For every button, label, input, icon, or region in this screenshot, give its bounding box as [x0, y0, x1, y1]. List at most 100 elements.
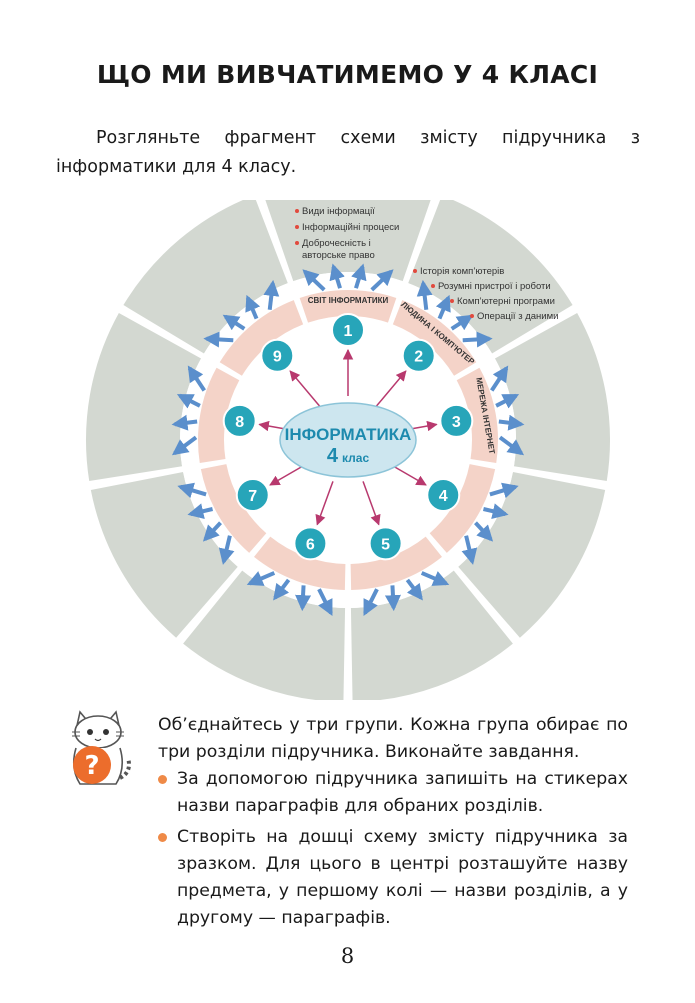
blue-arrow — [187, 365, 206, 392]
task-bullet-text: За допомогою підручника запишіть на стик… — [177, 769, 628, 816]
blue-arrow — [222, 314, 246, 331]
blue-arrow — [474, 521, 494, 542]
section-ring-segment — [200, 464, 267, 553]
center-grade-number: 4 — [327, 445, 339, 467]
blue-arrow — [416, 279, 433, 310]
section-node — [401, 338, 436, 373]
section-node-number: 2 — [414, 349, 423, 366]
task-bullet-2: Створіть на дошці схему змісту підручник… — [158, 824, 628, 932]
section-node-number: 9 — [273, 349, 282, 366]
blue-arrow — [363, 588, 379, 617]
section-ring-segment — [219, 300, 304, 376]
outer-ring-segment — [265, 200, 431, 282]
section-node — [439, 403, 474, 438]
blue-arrow — [490, 365, 509, 392]
task-bullet-text: Створіть на дошці схему змісту підручник… — [177, 827, 628, 928]
section-node — [235, 478, 270, 512]
blue-arrow — [489, 482, 519, 499]
topic-item: Операції з даними — [477, 311, 558, 322]
blue-arrow — [171, 435, 198, 456]
blue-arrow — [295, 585, 312, 612]
section-node — [260, 338, 295, 373]
blue-arrow — [202, 521, 222, 542]
section-node-number: 1 — [344, 323, 353, 340]
task-intro: Об’єднайтесь у три групи. Кожна група об… — [158, 715, 628, 762]
blue-arrow — [405, 578, 423, 601]
spoke-arrow — [375, 370, 407, 407]
topic-item: Комп’ютерні програми — [457, 296, 555, 307]
section-ring-segment — [299, 290, 397, 323]
topic-item: Доброчесність і — [302, 238, 371, 249]
topic-item: авторське право — [302, 250, 375, 261]
section-node — [368, 526, 403, 561]
blue-arrow — [450, 314, 474, 331]
center-grade-word: клас — [342, 451, 369, 465]
blue-arrow — [498, 414, 525, 431]
blue-arrow — [187, 503, 214, 520]
task-bullet-1: За допомогою підручника запишіть на стик… — [158, 766, 628, 820]
blue-arrow — [351, 263, 367, 289]
center-ellipse — [279, 402, 417, 478]
outer-ring-segment — [408, 200, 573, 354]
topic-item: Історія комп’ютерів — [420, 266, 504, 277]
topic-bullet-icon — [450, 299, 454, 303]
section-ring-segment — [456, 367, 498, 463]
section-node — [293, 526, 328, 561]
section-node — [331, 313, 365, 347]
blue-arrow — [246, 571, 276, 586]
section-node-number: 5 — [381, 536, 390, 553]
section-ring-segment — [429, 464, 496, 553]
topic-bullet-icon — [295, 209, 299, 213]
section-node — [222, 403, 257, 438]
sections-ring — [198, 290, 498, 590]
outer-ring-segment — [86, 312, 202, 481]
section-ring-segment — [392, 300, 477, 376]
spokes-layer — [258, 348, 438, 526]
topic-bullet-icon — [470, 314, 474, 318]
page-number: 8 — [340, 944, 355, 968]
blue-arrow — [176, 393, 201, 409]
blue-arrow — [482, 503, 509, 520]
blue-arrow — [302, 269, 326, 292]
blue-arrow — [495, 393, 520, 409]
outer-ring-segment — [458, 472, 606, 638]
spoke-arrow — [315, 481, 334, 526]
page-title: ЩО МИ ВИВЧАТИМЕМО У 4 КЛАСІ — [96, 60, 599, 89]
section-node-number: 4 — [439, 488, 448, 505]
blue-arrow — [435, 294, 451, 320]
topic-item: Розумні пристрої і роботи — [438, 281, 551, 292]
topic-item: Види інформації — [302, 206, 375, 217]
bullet-dot-icon — [158, 833, 167, 842]
blue-arrow — [203, 331, 234, 348]
blue-arrow — [317, 588, 333, 617]
section-node-number: 3 — [452, 414, 461, 431]
blue-arrow — [462, 331, 493, 348]
blue-arrow — [329, 263, 345, 289]
blue-arrow — [384, 585, 401, 612]
blue-arrow — [420, 571, 450, 586]
blue-arrow — [498, 435, 525, 456]
topic-bullet-icon — [431, 284, 435, 288]
blue-arrow — [263, 279, 280, 310]
task-bullets: За допомогою підручника запишіть на стик… — [158, 766, 628, 936]
intro-paragraph: Розгляньте фрагмент схеми змісту підручн… — [56, 128, 640, 177]
section-ring-segment — [198, 367, 240, 463]
topic-item: Інформаційні процеси — [302, 222, 399, 233]
section-ring-segment — [254, 536, 346, 590]
topic-bullet-icon — [295, 225, 299, 229]
outer-ring-segment — [90, 472, 238, 638]
blue-arrow — [171, 414, 198, 431]
section-node-number: 8 — [235, 414, 244, 431]
section-ring-label: СВІТ ІНФОРМАТИКИ — [308, 296, 389, 305]
blue-arrow — [218, 535, 235, 565]
section-node — [426, 478, 461, 512]
topic-bullet-icon — [413, 269, 417, 273]
blue-arrow — [273, 578, 291, 601]
blue-arrow — [245, 294, 261, 320]
section-ring-segment — [350, 536, 442, 590]
blue-arrow — [177, 482, 207, 499]
outer-ring-segment — [494, 312, 610, 481]
center-title: ІНФОРМАТИКА — [285, 425, 412, 444]
